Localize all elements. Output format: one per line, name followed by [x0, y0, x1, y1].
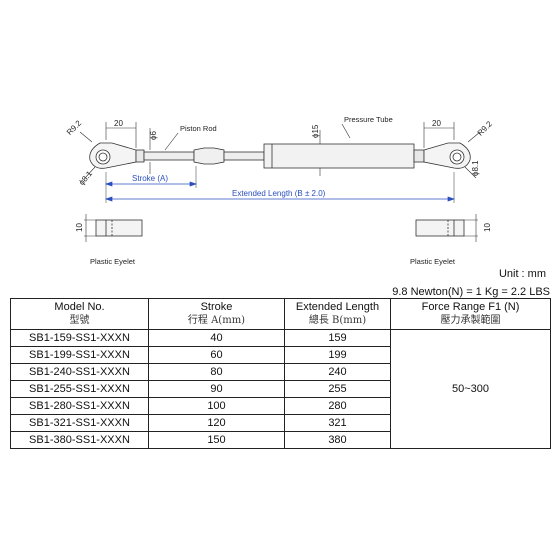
length-cell: 280 — [284, 397, 391, 415]
conversion-note: 9.8 Newton(N) = 1 Kg = 2.2 LBS — [392, 286, 550, 298]
table-row: SB1-199-SS1-XXXN 60 199 — [10, 346, 551, 364]
pressure-tube — [263, 143, 425, 169]
header-model: Model No. 型號 — [10, 298, 149, 330]
stroke-cell: 60 — [148, 346, 285, 364]
right-hole-dim: ϕ8.1 — [471, 160, 480, 176]
length-cell: 240 — [284, 363, 391, 381]
piston-rod-label: Piston Rod — [180, 124, 217, 133]
model-cell: SB1-199-SS1-XXXN — [10, 346, 149, 364]
pressure-tube-label: Pressure Tube — [344, 115, 393, 124]
header-extended-length: Extended Length 總長 B(mm) — [284, 298, 391, 330]
model-cell: SB1-240-SS1-XXXN — [10, 363, 149, 381]
model-cell: SB1-255-SS1-XXXN — [10, 380, 149, 398]
gas-spring-drawing: 20 R9.2 ϕ8.1 ϕ6 Piston Rod ϕ15 Pressure … — [65, 115, 495, 266]
plastic-eyelet-right-label: Plastic Eyelet — [410, 257, 456, 266]
right-width-dim: 20 — [432, 119, 441, 128]
right-radius-dim: R9.2 — [476, 119, 495, 138]
left-thickness-dim: 10 — [75, 223, 84, 232]
tube-dia-dim: ϕ15 — [311, 124, 320, 138]
length-cell: 321 — [284, 414, 391, 432]
left-hole-dim: ϕ8.1 — [77, 169, 94, 187]
model-cell: SB1-159-SS1-XXXN — [10, 329, 149, 347]
extended-length-label: Extended Length (B ± 2.0) — [232, 189, 326, 198]
left-side-view — [84, 214, 143, 242]
plastic-eyelet-left-label: Plastic Eyelet — [90, 257, 136, 266]
rod-dia-dim: ϕ6 — [149, 131, 158, 140]
left-radius-dim: R9.2 — [65, 118, 84, 137]
table-row: SB1-159-SS1-XXXN 40 159 50~300 — [10, 329, 551, 449]
left-width-dim: 20 — [114, 119, 123, 128]
stroke-cell: 100 — [148, 397, 285, 415]
length-cell: 159 — [284, 329, 391, 347]
model-cell: SB1-321-SS1-XXXN — [10, 414, 149, 432]
spec-table: Model No. 型號 Stroke 行程 A(mm) Extended Le… — [10, 298, 551, 449]
length-cell: 199 — [284, 346, 391, 364]
header-force-range: Force Range F1 (N) 壓力承製範圍 — [390, 298, 551, 330]
stroke-label: Stroke (A) — [132, 174, 168, 183]
stroke-cell: 80 — [148, 363, 285, 381]
stroke-cell: 120 — [148, 414, 285, 432]
stroke-cell: 90 — [148, 380, 285, 398]
stroke-cell: 150 — [148, 431, 285, 449]
piston-rod — [143, 147, 265, 165]
length-cell: 380 — [284, 431, 391, 449]
header-stroke: Stroke 行程 A(mm) — [148, 298, 285, 330]
stroke-cell: 40 — [148, 329, 285, 347]
model-cell: SB1-280-SS1-XXXN — [10, 397, 149, 415]
left-eyelet — [89, 142, 145, 169]
table-header-row: Model No. 型號 Stroke 行程 A(mm) Extended Le… — [10, 298, 551, 330]
table-row: SB1-240-SS1-XXXN 80 240 — [10, 363, 551, 381]
force-range-cell: 50~300 — [390, 329, 551, 449]
table-row: SB1-321-SS1-XXXN 120 321 — [10, 414, 551, 432]
unit-note: Unit : mm — [498, 268, 546, 280]
right-eyelet — [423, 142, 471, 169]
model-cell: SB1-380-SS1-XXXN — [10, 431, 149, 449]
right-side-view — [415, 214, 478, 242]
length-cell: 255 — [284, 380, 391, 398]
table-row: SB1-380-SS1-XXXN 150 380 — [10, 431, 551, 449]
right-thickness-dim: 10 — [483, 223, 492, 232]
